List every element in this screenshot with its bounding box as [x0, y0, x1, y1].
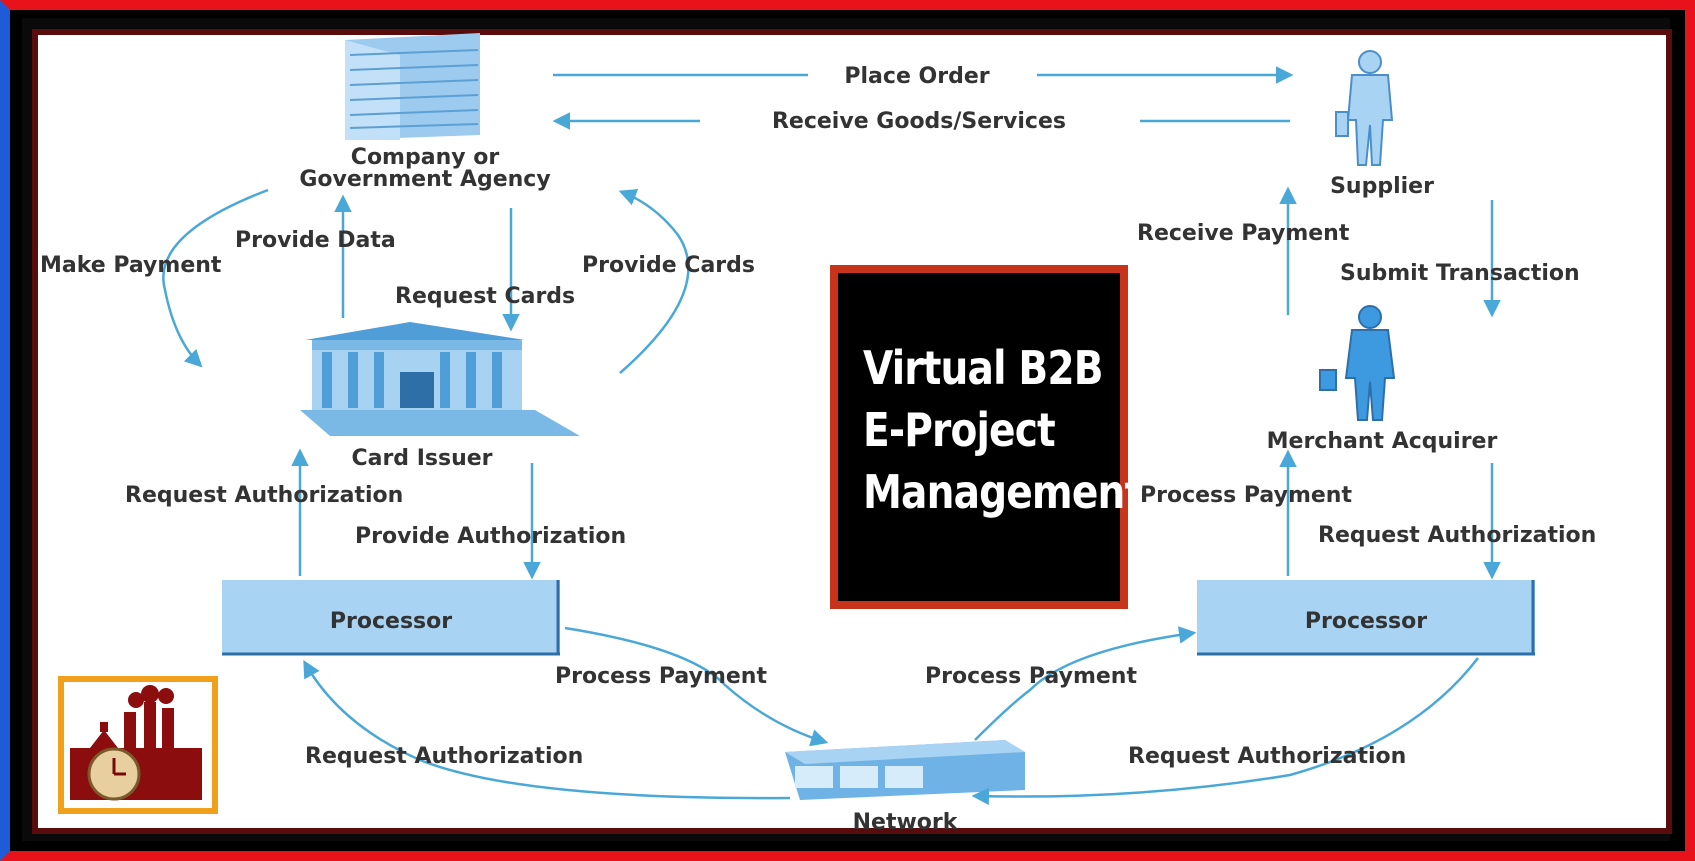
request-authorization-left-label: Request Authorization [125, 483, 403, 508]
title-box: Virtual B2B E-Project Management [830, 265, 1143, 609]
provide-cards-label: Provide Cards [582, 253, 755, 278]
company-label-2: Government Agency [299, 167, 550, 192]
request-cards-label: Request Cards [395, 284, 575, 309]
title-line-2: E-Project [863, 403, 1056, 457]
arrow-make-payment [162, 188, 269, 368]
receive-payment-label: Receive Payment [1137, 221, 1350, 246]
process-payment-right-label: Process Payment [925, 664, 1137, 689]
process-payment-right-top-label: Process Payment [1140, 483, 1352, 508]
provide-authorization-label: Provide Authorization [355, 524, 626, 549]
arrow-provide-cards [618, 188, 690, 374]
arrow-process-payment-left [564, 626, 829, 747]
card-issuer-label: Card Issuer [351, 446, 492, 471]
request-authorization-bottom-right-label: Request Authorization [1128, 744, 1406, 769]
request-authorization-right-label: Request Authorization [1318, 523, 1596, 548]
network-icon [785, 740, 1025, 800]
arrow-request-authorization-bottom-left [303, 659, 791, 800]
company-label: Company or [351, 145, 500, 170]
receive-goods-label: Receive Goods/Services [772, 109, 1066, 134]
merchant-acquirer-label: Merchant Acquirer [1267, 429, 1498, 454]
arrow-request-authorization-bottom-right [971, 657, 1479, 806]
submit-transaction-label: Submit Transaction [1340, 261, 1580, 286]
place-order-label: Place Order [844, 64, 989, 89]
processor-left-box [222, 580, 560, 656]
businessman-icon [1319, 305, 1396, 421]
supplier-label: Supplier [1330, 174, 1434, 199]
businessman-icon [1335, 50, 1394, 166]
factory-clock-logo [58, 676, 218, 814]
provide-data-label: Provide Data [235, 228, 396, 253]
network-label: Network [853, 810, 959, 835]
process-payment-left-label: Process Payment [555, 664, 767, 689]
title-line-1: Virtual B2B [863, 341, 1103, 395]
processor-left-label: Processor [330, 609, 452, 634]
processor-right-box [1197, 580, 1535, 656]
bank-icon [300, 322, 580, 436]
processor-right-label: Processor [1305, 609, 1427, 634]
make-payment-label: Make Payment [40, 253, 222, 278]
arrow-process-payment-right [974, 626, 1197, 741]
request-authorization-bottom-left-label: Request Authorization [305, 744, 583, 769]
title-line-3: Management [863, 465, 1143, 519]
building-icon [345, 33, 480, 140]
